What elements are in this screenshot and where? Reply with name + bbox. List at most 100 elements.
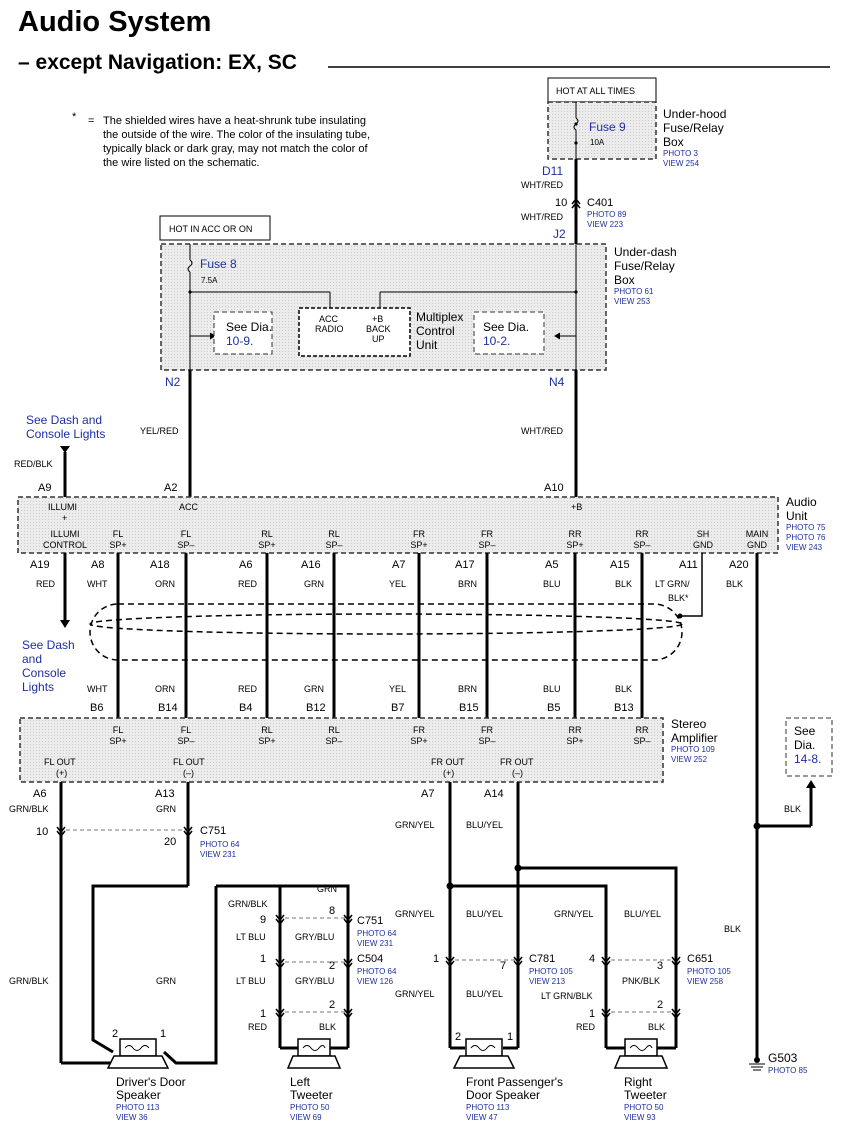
arrow-icon bbox=[60, 620, 70, 628]
c781-view: VIEW 213 bbox=[529, 977, 566, 986]
c401-photo: PHOTO 89 bbox=[587, 210, 627, 219]
shield-tube-inner bbox=[89, 613, 683, 635]
see-dash-lights-link[interactable]: See Dash and bbox=[26, 413, 102, 427]
wire-color: GRN bbox=[156, 976, 176, 986]
see-dash-lights-link[interactable]: Console Lights bbox=[26, 427, 105, 441]
wire-color: LT BLU bbox=[236, 976, 266, 986]
audio-label: + bbox=[62, 513, 67, 523]
connector-icon bbox=[513, 956, 523, 968]
fuse-8-icon bbox=[187, 259, 193, 273]
pin-a7: A7 bbox=[421, 788, 434, 800]
wire-color: BLU/YEL bbox=[466, 909, 503, 919]
mcu-up: UP bbox=[372, 334, 385, 344]
audio-label: SP+ bbox=[109, 540, 126, 550]
see-dia-label: Dia. bbox=[794, 738, 815, 752]
connector-icon bbox=[671, 956, 681, 968]
see-dia-10-2[interactable] bbox=[473, 311, 545, 355]
audio-label: RR bbox=[636, 529, 649, 539]
tweeter-icon bbox=[286, 1038, 342, 1069]
wire-color: GRN/YEL bbox=[395, 989, 435, 999]
wire-color: GRN bbox=[156, 804, 176, 814]
see-dash-lights-link[interactable]: Console bbox=[22, 666, 66, 680]
right-tweeter-name: Right bbox=[624, 1075, 653, 1089]
amp-label: RL bbox=[328, 725, 340, 735]
audio-unit-name: Audio bbox=[786, 495, 817, 509]
wire-color: GRN bbox=[304, 579, 324, 589]
audio-label: SP+ bbox=[258, 540, 275, 550]
pin-a10: A10 bbox=[544, 482, 564, 494]
left-tweeter-name: Left bbox=[290, 1075, 311, 1089]
amp-out: (–) bbox=[183, 768, 194, 778]
speaker-pin: 2 bbox=[455, 1031, 461, 1043]
see-dia-10-9[interactable] bbox=[213, 311, 273, 355]
amp-label: FR bbox=[413, 725, 425, 735]
note-line: the outside of the wire. The color of th… bbox=[103, 129, 370, 141]
c781-pin: 7 bbox=[500, 960, 506, 972]
c751-pin: 9 bbox=[260, 914, 266, 926]
wire-color: PNK/BLK bbox=[622, 976, 660, 986]
see-dash-lights-link[interactable]: Lights bbox=[22, 680, 54, 694]
c504-pin: 2 bbox=[329, 960, 335, 972]
pin-n2: N2 bbox=[165, 375, 181, 389]
wire-color: LT GRN/ bbox=[655, 579, 690, 589]
pin-label: A16 bbox=[301, 559, 321, 571]
wire-color: GRN/YEL bbox=[395, 909, 435, 919]
pin-label: B12 bbox=[306, 702, 326, 714]
wire-color: WHT bbox=[87, 579, 108, 589]
right-tweeter-name: Tweeter bbox=[624, 1088, 667, 1102]
arrow-icon bbox=[60, 446, 70, 453]
g503-name: G503 bbox=[768, 1051, 798, 1065]
tweeter-pin: 1 bbox=[589, 1008, 595, 1020]
driver-speaker-name: Driver's Door bbox=[116, 1075, 186, 1089]
pin-a14: A14 bbox=[484, 788, 504, 800]
wire-color: GRN/BLK bbox=[228, 899, 268, 909]
mcu-name: Multiplex bbox=[416, 310, 463, 324]
note-line: the wire listed on the schematic. bbox=[103, 157, 260, 169]
amplifier-name: Amplifier bbox=[671, 731, 718, 745]
see-dia-ref: 10-9. bbox=[226, 334, 253, 348]
c401-connector-icon bbox=[571, 197, 581, 209]
audio-label: MAIN bbox=[746, 529, 769, 539]
speaker-pin: 2 bbox=[112, 1028, 118, 1040]
amp-label: SP+ bbox=[258, 736, 275, 746]
mcu-b: +B bbox=[372, 314, 383, 324]
audio-label: ILLUMI bbox=[48, 502, 77, 512]
fuse-8-label: Fuse 8 bbox=[200, 257, 237, 271]
pass-speaker-name: Front Passenger's bbox=[466, 1075, 563, 1089]
underhood-photo: PHOTO 3 bbox=[663, 149, 699, 158]
pin-d11: D11 bbox=[542, 164, 563, 178]
pin-label: B7 bbox=[391, 702, 404, 714]
wire-color: RED bbox=[248, 1022, 268, 1032]
connector-icon bbox=[601, 1008, 611, 1020]
wire-color: RED bbox=[576, 1022, 596, 1032]
see-dash-lights-link[interactable]: See Dash bbox=[22, 638, 75, 652]
amp-out: (+) bbox=[56, 768, 67, 778]
wire-color: BRN bbox=[458, 684, 477, 694]
pin-a2: A2 bbox=[164, 482, 177, 494]
c751-photo: PHOTO 64 bbox=[357, 929, 397, 938]
underhood-view: VIEW 254 bbox=[663, 159, 700, 168]
wire-color: YEL bbox=[389, 579, 406, 589]
connector-icon bbox=[343, 914, 353, 926]
underdash-photo: PHOTO 61 bbox=[614, 287, 654, 296]
audio-unit bbox=[17, 496, 779, 554]
wire-color: WHT/RED bbox=[521, 212, 563, 222]
pin-a13: A13 bbox=[155, 788, 175, 800]
connector-icon bbox=[183, 826, 193, 838]
amp-label: FR bbox=[481, 725, 493, 735]
c751-name: C751 bbox=[357, 915, 383, 927]
wire-color: GRN/BLK bbox=[9, 804, 49, 814]
see-dia-14-8[interactable] bbox=[785, 717, 833, 777]
audio-label: FL bbox=[113, 529, 124, 539]
amp-label: FL bbox=[113, 725, 124, 735]
pin-label: A20 bbox=[729, 559, 749, 571]
wire-color: RED bbox=[238, 579, 258, 589]
amp-out: (+) bbox=[443, 768, 454, 778]
connector-icon bbox=[275, 914, 285, 926]
see-dash-lights-link[interactable]: and bbox=[22, 652, 42, 666]
audio-label: SP– bbox=[177, 540, 194, 550]
pin-label: B14 bbox=[158, 702, 178, 714]
see-dia-ref: 14-8. bbox=[794, 752, 821, 766]
c751-pin: 10 bbox=[36, 826, 48, 838]
